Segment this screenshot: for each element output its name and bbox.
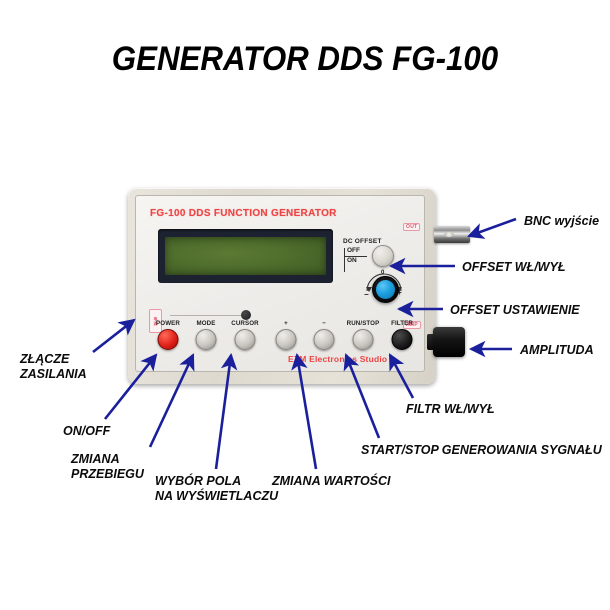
amplitude-knob[interactable] (433, 327, 465, 357)
dc-offset-on-label: ON (347, 257, 357, 264)
power-button[interactable] (157, 329, 179, 350)
callout-on-off: ON/OFF (63, 424, 111, 438)
callout-value-change: ZMIANA WARTOŚCI (272, 474, 391, 488)
callout-bnc-output: BNC wyjście (524, 214, 600, 228)
callout-start-stop: START/STOP GENEROWANIA SYGNAŁU (361, 443, 602, 457)
run-stop-button-label: RUN/STOP (346, 320, 380, 327)
lcd-screen (165, 237, 326, 275)
plus-button[interactable] (275, 329, 297, 350)
power-button-label: POWER (156, 320, 180, 327)
dc-offset-title: DC OFFSET (343, 238, 382, 245)
plus-button-label: + (284, 320, 288, 327)
dc-offset-divider (345, 256, 367, 257)
callout-power-connector-line1: ZŁĄCZE (20, 352, 70, 366)
offset-knob-zero-mark: 0 (381, 270, 385, 276)
offset-knob-plus-mark: + (397, 288, 402, 297)
cursor-button-group[interactable]: CURSOR (225, 320, 265, 350)
fg100-device: FG-100 DDS FUNCTION GENERATOR DC OFFSET … (128, 188, 436, 384)
offset-knob-minus-mark: − (364, 290, 369, 299)
front-panel: FG-100 DDS FUNCTION GENERATOR DC OFFSET … (135, 195, 425, 372)
mode-button-group[interactable]: MODE (188, 320, 224, 350)
page-title: GENERATOR DDS FG-100 (111, 40, 499, 78)
minus-button-group[interactable]: − (307, 320, 341, 350)
run-stop-button-group[interactable]: RUN/STOP (341, 320, 385, 350)
arrow-bnc-output (467, 217, 517, 239)
filter-button[interactable] (391, 329, 413, 350)
mode-button-label: MODE (196, 320, 216, 327)
offset-adjust-knob[interactable] (372, 276, 399, 303)
minus-button-label: − (322, 320, 326, 327)
cursor-button-label: CURSOR (231, 320, 259, 327)
power-button-group[interactable]: POWER (150, 320, 186, 350)
run-stop-button[interactable] (352, 329, 374, 350)
mode-button[interactable] (195, 329, 217, 350)
amp-port-tag: AMP (403, 321, 422, 329)
callout-power-connector-line2: ZASILANIA (20, 367, 87, 381)
callout-field-select-line2: NA WYŚWIETLACZU (155, 489, 279, 503)
cursor-button[interactable] (234, 329, 256, 350)
power-sticker-text: 电源 (153, 316, 159, 326)
power-warning-sticker: 电源 (149, 309, 162, 333)
callout-offset-on-off: OFFSET WŁ/WYŁ (462, 260, 566, 274)
minus-button[interactable] (313, 329, 335, 350)
callout-waveform-change-line1: ZMIANA (71, 452, 120, 466)
dc-offset-bracket (344, 248, 371, 272)
plus-button-group[interactable]: + (269, 320, 303, 350)
knob-pointer-nub (378, 288, 384, 292)
callout-waveform-change-line2: PRZEBIEGU (71, 467, 144, 481)
callout-filter-on-off: FILTR WŁ/WYŁ (406, 402, 495, 416)
offset-on-off-button[interactable] (372, 245, 394, 267)
trim-slider-knob[interactable] (241, 310, 251, 320)
callout-offset-setting: OFFSET USTAWIENIE (450, 303, 580, 317)
amplitude-knob-shaft (427, 334, 437, 350)
filter-button-group[interactable]: FILTER (384, 320, 420, 350)
filter-button-label: FILTER (391, 320, 413, 327)
device-model-label: FG-100 DDS FUNCTION GENERATOR (150, 208, 337, 219)
lcd-bezel (158, 229, 333, 283)
trim-slider-track (170, 315, 246, 316)
out-port-tag: OUT (403, 223, 421, 231)
callout-field-select-line1: WYBÓR POLA (155, 474, 242, 488)
callout-amplitude: AMPLITUDA (520, 343, 594, 357)
bnc-output-connector[interactable] (434, 226, 470, 243)
manufacturer-label: EZM Electronics Studio (288, 354, 388, 364)
dc-offset-off-label: OFF (347, 247, 360, 254)
